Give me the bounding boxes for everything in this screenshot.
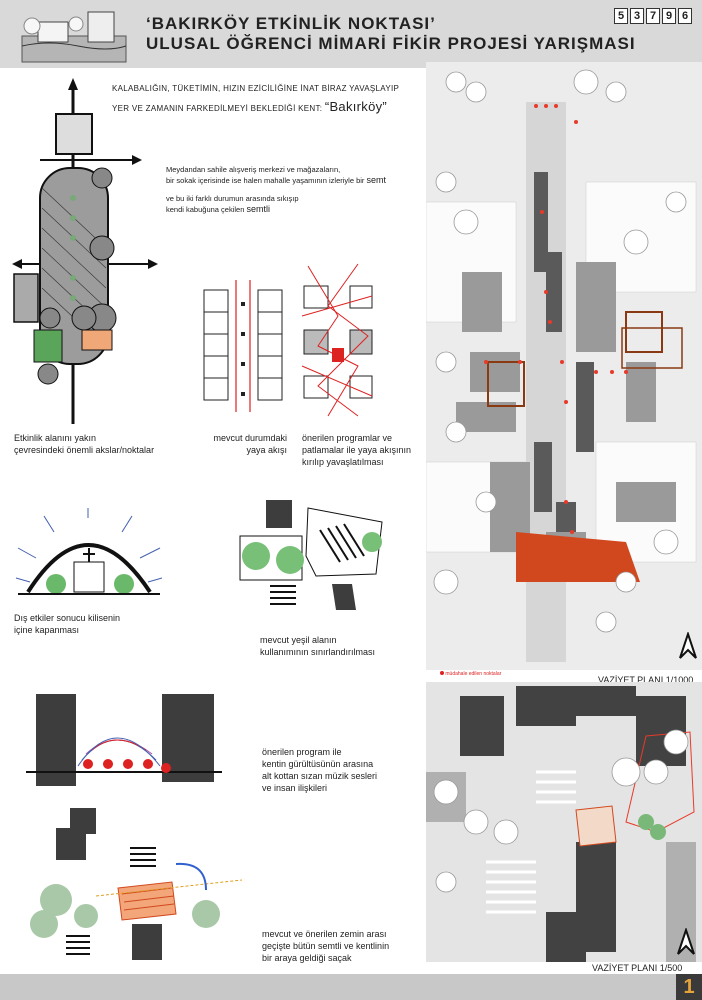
proposal-sketch [301, 263, 373, 417]
plan-500-label: VAZİYET PLANI 1/500 [592, 963, 683, 973]
intro-line-1: KALABALIĞIN, TÜKETİMİN, HIZIN EZİCİLİĞİN… [112, 84, 400, 93]
semt-paragraph: Meydandan sahile alışveriş merkezi ve ma… [166, 165, 387, 214]
legend-marker [440, 671, 444, 675]
site-plan-500-drawing [426, 682, 702, 962]
plan-1000-label: VAZİYET PLANI 1/1000 [598, 675, 694, 685]
page-title: ‘BAKIRKÖY ETKİNLİK NOKTASI’ ULUSAL ÖĞREN… [146, 14, 636, 53]
page-number: 1 [676, 974, 702, 1000]
map-legend: müdahale edilen noktalar [440, 671, 501, 677]
church-sketch [15, 508, 163, 595]
eaves-sketch [30, 808, 243, 960]
site-plan-1000 [426, 62, 702, 670]
footer-bar [0, 974, 702, 1000]
north-arrow-2-icon [677, 928, 695, 955]
intro-line-2: YER VE ZAMANIN FARKEDİLMEYİ BEKLEDİĞİ KE… [112, 99, 388, 114]
north-arrow-icon [679, 632, 697, 659]
site-plan-1000-drawing [426, 62, 702, 670]
site-plan-500 [426, 682, 702, 962]
header-sketch-icon [21, 11, 127, 63]
flow-sketch [203, 280, 283, 412]
axes-sketch [12, 78, 158, 424]
music-sketch [26, 694, 222, 786]
green-area-sketch [239, 500, 383, 610]
